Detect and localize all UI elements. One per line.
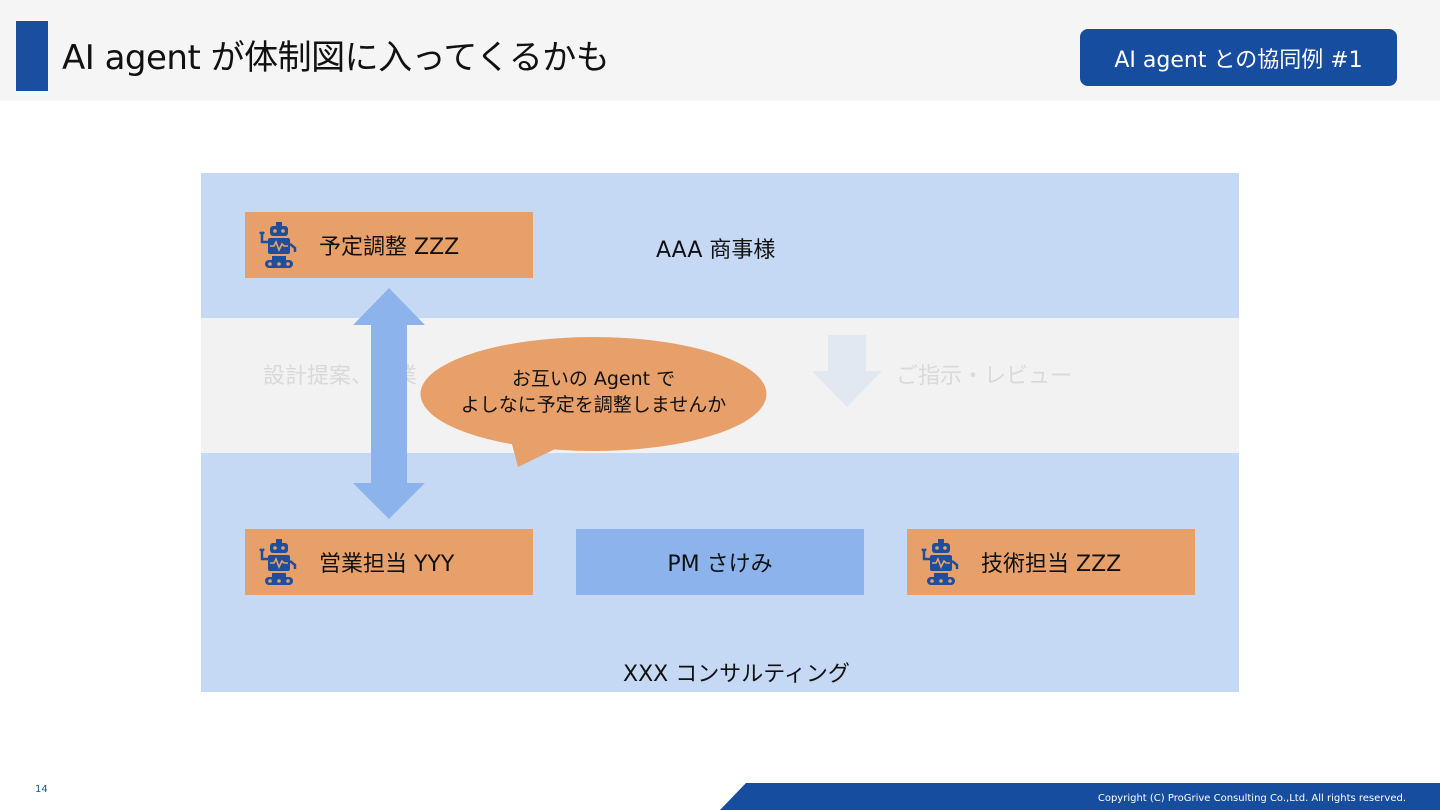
robot-icon — [259, 539, 297, 585]
vendor-org-label: XXX コンサルティング — [623, 662, 850, 687]
page-number: 14 — [35, 784, 48, 795]
robot-icon — [259, 222, 297, 268]
review-text: ご指示・レビュー — [896, 364, 1073, 389]
header-accent-bar — [16, 21, 48, 91]
speech-bubble — [420, 337, 767, 467]
section-badge: AI agent との協同例 #1 — [1080, 29, 1397, 86]
pm-box: PM さけみ — [576, 529, 864, 595]
copyright-text: Copyright (C) ProGrive Consulting Co.,Lt… — [1097, 793, 1406, 804]
tech-agent-box: 技術担当 ZZZ — [907, 529, 1195, 595]
tech-agent-label: 技術担当 ZZZ — [981, 552, 1122, 577]
bubble-text: お互いの Agent で よしなに予定を調整しませんか — [420, 366, 767, 418]
bubble-line-1: お互いの Agent で — [511, 368, 676, 390]
bubble-line-2: よしなに予定を調整しませんか — [460, 394, 727, 416]
sales-agent-box: 営業担当 YYY — [245, 529, 533, 595]
down-arrow-icon — [812, 335, 882, 407]
client-org-label: AAA 商事様 — [656, 238, 776, 263]
pm-label: PM さけみ — [667, 552, 773, 577]
double-arrow-icon — [353, 288, 425, 519]
schedule-agent-label: 予定調整 ZZZ — [319, 235, 460, 260]
slide-header: AI agent が体制図に入ってくるかも AI agent との協同例 #1 — [0, 0, 1440, 101]
sales-agent-label: 営業担当 YYY — [319, 552, 455, 577]
schedule-agent-box: 予定調整 ZZZ — [245, 212, 533, 278]
robot-icon — [921, 539, 959, 585]
slide-title: AI agent が体制図に入ってくるかも — [62, 38, 610, 78]
footer-bar — [720, 783, 1440, 810]
